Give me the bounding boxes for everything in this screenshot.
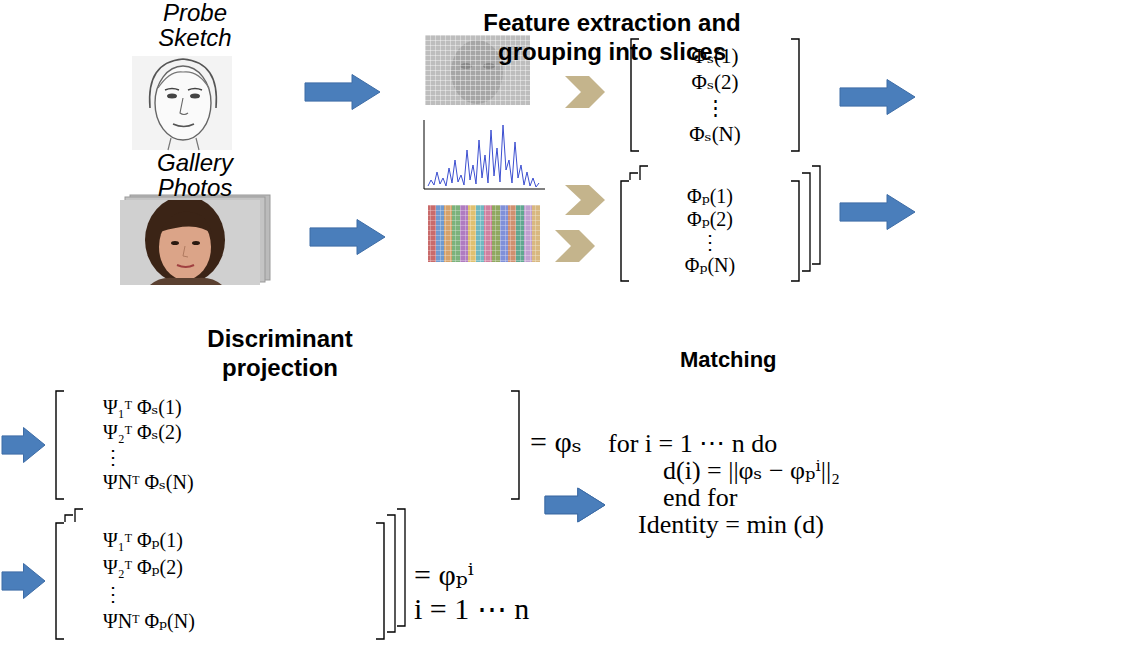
matrix-row: ΨNᵀ Φₚ(N) bbox=[103, 608, 195, 635]
gallery-photo-stack bbox=[120, 195, 270, 285]
photo-feature-matrix: Φₚ(1)Φₚ(2)⋮Φₚ(N) bbox=[620, 180, 800, 282]
photo-projection-matrix: Ψ₁ᵀ Φₚ(1)Ψ₂ᵀ Φₚ(2)⋮ΨNᵀ Φₚ(N) bbox=[55, 522, 385, 640]
chevron-arrow bbox=[565, 76, 605, 108]
block-heading: Matching bbox=[680, 345, 777, 375]
matrix-row: Ψ₁ᵀ Φₛ(1) bbox=[103, 395, 182, 420]
color-slice-image bbox=[428, 205, 540, 262]
matrix-row: ⋮ bbox=[103, 581, 123, 608]
matrix-row: Φₚ(N) bbox=[685, 254, 735, 277]
block-arrow bbox=[305, 75, 380, 110]
chevron-arrow bbox=[565, 185, 605, 215]
flow-arrow bbox=[310, 220, 595, 263]
matrix-row: ΨNᵀ Φₛ(N) bbox=[103, 470, 194, 495]
matrix-row: ⋮ bbox=[103, 445, 123, 470]
algorithm-line: for i = 1 ⋯ n do bbox=[608, 430, 777, 457]
vector-symbol: = φₛ bbox=[530, 425, 582, 459]
flow-arrow bbox=[545, 488, 605, 522]
vector-symbol: = φₚⁱ bbox=[414, 558, 474, 592]
matrix-row: ⋮ bbox=[700, 231, 720, 254]
matrix-row: Ψ₂ᵀ Φₛ(2) bbox=[103, 420, 182, 445]
sketch-projection-matrix: Ψ₁ᵀ Φₛ(1)Ψ₂ᵀ Φₛ(2)⋮ΨNᵀ Φₛ(N) bbox=[55, 390, 520, 500]
flow-arrow bbox=[545, 488, 605, 522]
matrix-row: Φₚ(2) bbox=[687, 208, 733, 231]
block-arrow bbox=[545, 488, 605, 522]
block-arrow bbox=[310, 220, 385, 255]
bracket-path bbox=[56, 523, 384, 639]
block-arrow bbox=[2, 564, 45, 599]
matrix-row: ⋮ bbox=[705, 95, 726, 121]
matrix-row: Φₚ(1) bbox=[687, 185, 733, 208]
bracket-path bbox=[56, 391, 519, 499]
matrix-row: Φₛ(2) bbox=[692, 69, 739, 95]
matrix-row: Ψ₁ᵀ Φₚ(1) bbox=[103, 527, 183, 554]
algorithm-line: Identity = min (d) bbox=[638, 511, 824, 538]
gallery-photos: Gallery Photos bbox=[115, 150, 275, 288]
chevron-arrow bbox=[555, 230, 595, 262]
index-range: i = 1 ⋯ n bbox=[414, 592, 529, 626]
node-caption: Gallery Photos bbox=[136, 150, 254, 200]
block-arrow bbox=[2, 428, 45, 463]
algorithm-line: d(i) = ||φₛ − φₚⁱ||₂ bbox=[663, 457, 840, 484]
matrix-row: Ψ₂ᵀ Φₚ(2) bbox=[103, 554, 183, 581]
sketch-face bbox=[132, 56, 232, 150]
matrix-row: Φₛ(N) bbox=[689, 121, 741, 147]
flow-arrow bbox=[305, 75, 605, 110]
probe-sketch: Probe Sketch bbox=[120, 0, 270, 152]
stage-heading: Discriminant projection bbox=[180, 324, 380, 382]
block-arrow bbox=[545, 488, 605, 522]
bracket-path bbox=[621, 181, 799, 281]
matching-algorithm: Matching for i = 1 ⋯ n dod(i) = ||φₛ − φₚ… bbox=[608, 345, 1113, 542]
algorithm-line: end for bbox=[663, 484, 737, 511]
node-caption: Probe Sketch bbox=[136, 0, 254, 50]
block-arrow bbox=[840, 80, 915, 115]
stage-heading: Feature extraction and grouping into sli… bbox=[462, 8, 762, 66]
block-arrow bbox=[840, 195, 915, 230]
histogram-plot bbox=[424, 120, 545, 189]
